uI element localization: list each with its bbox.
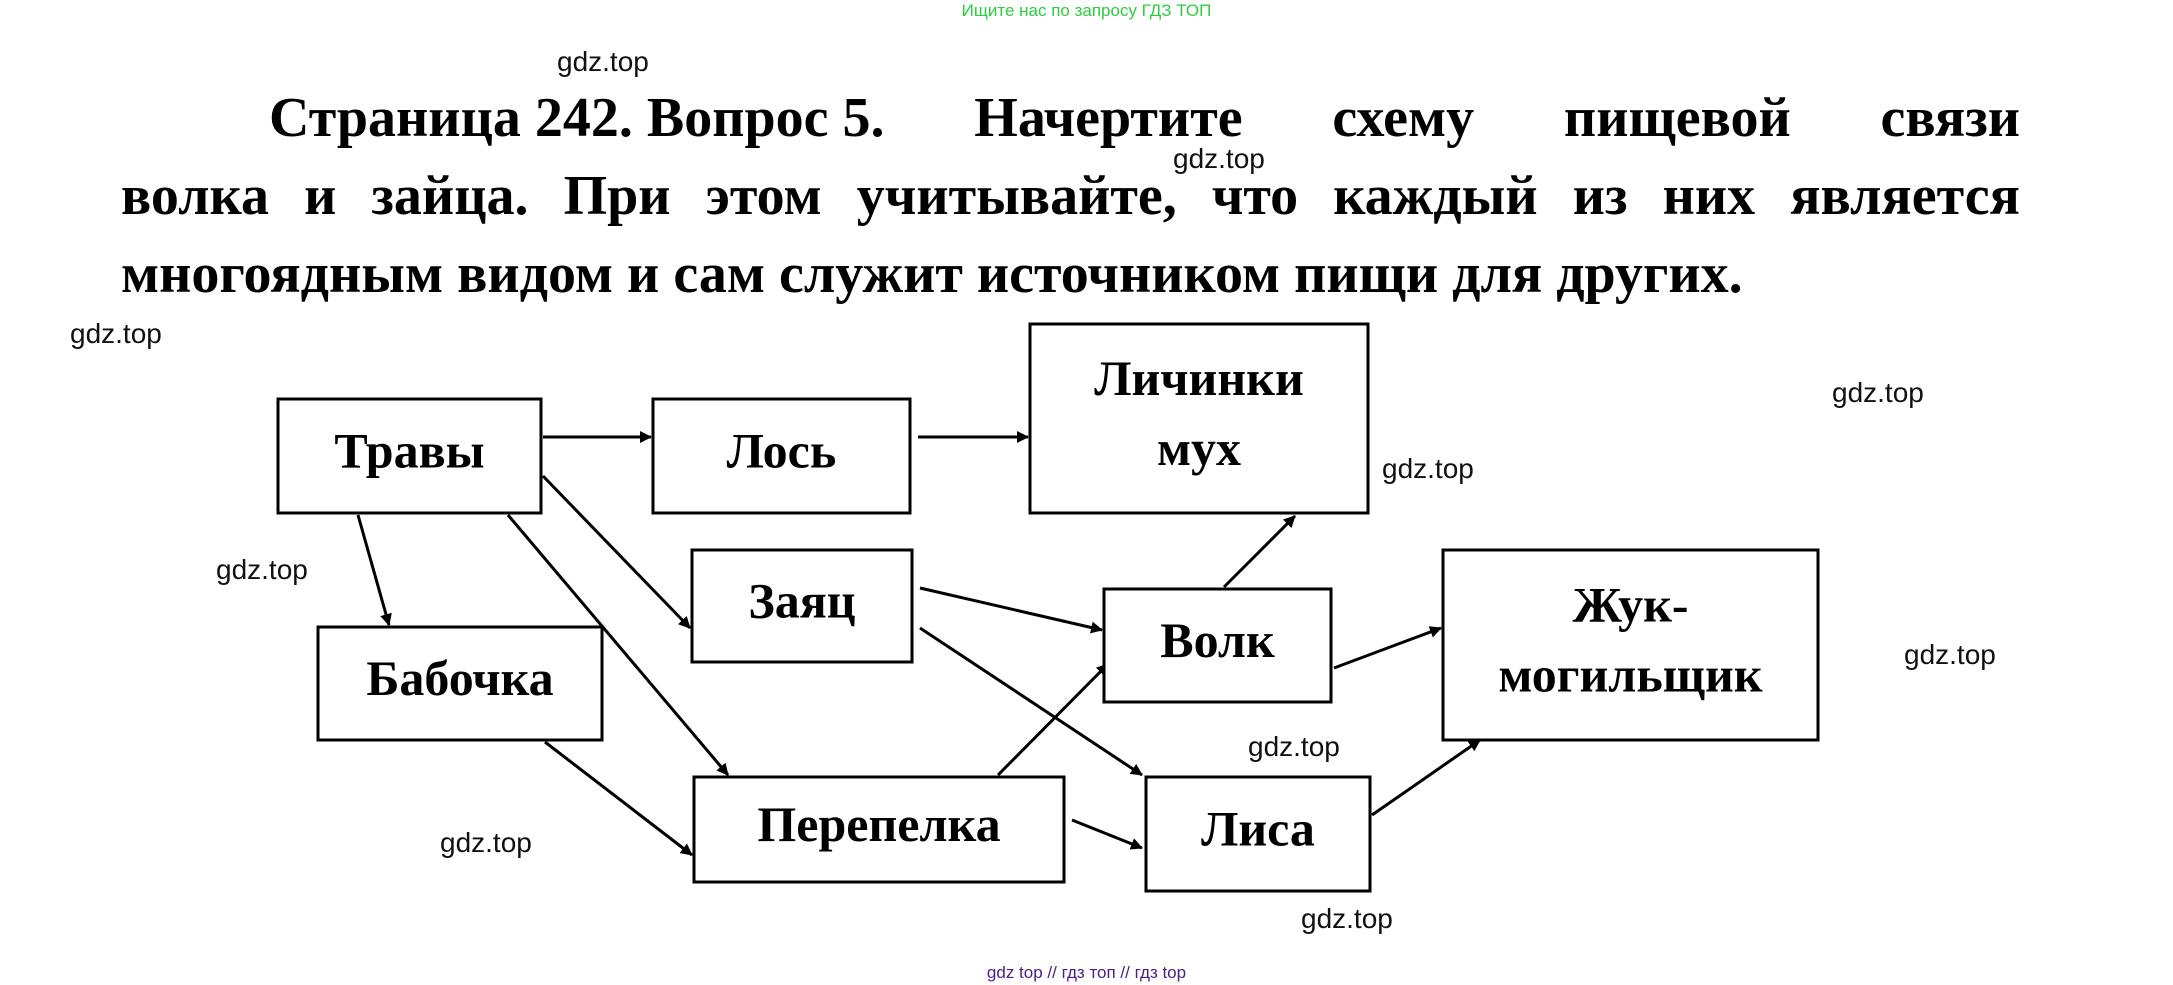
node-box — [690, 548, 914, 664]
question-word: и — [304, 165, 337, 227]
watermark: gdz.top — [1248, 731, 1340, 762]
node-babochka: Бабочка — [316, 625, 604, 742]
question-word: что — [1211, 165, 1299, 227]
node-zayac: Заяц — [690, 548, 914, 664]
question-heading: Страница 242. Вопрос 5. — [269, 87, 885, 149]
node-label: Лиса — [1201, 800, 1315, 856]
question-word: учитывайте, — [856, 165, 1177, 227]
arrow-volk-to-lichinki — [1222, 514, 1297, 589]
node-label: Перепелка — [757, 796, 1000, 852]
node-box — [651, 397, 912, 515]
arrow-zayac-to-volk — [919, 586, 1103, 634]
node-lisa: Лиса — [1144, 775, 1372, 893]
question-word: них — [1662, 165, 1756, 227]
node-box — [276, 397, 543, 515]
arrow-lisa-to-zhuk — [1371, 738, 1481, 817]
question-word: этом — [705, 165, 822, 227]
node-label: могильщик — [1498, 646, 1762, 702]
node-box — [316, 625, 604, 742]
question-word: является — [1790, 165, 2020, 227]
watermark: gdz.top — [1301, 903, 1393, 934]
node-los: Лось — [651, 397, 912, 515]
node-label: Лось — [727, 422, 837, 478]
node-label: Бабочка — [366, 650, 553, 706]
node-label: Жук- — [1572, 576, 1688, 632]
question-word: Начертите — [974, 87, 1243, 149]
node-box — [1144, 775, 1372, 893]
watermark: gdz.top — [1832, 377, 1924, 408]
watermark: gdz.top — [70, 318, 162, 349]
question-word: пищевой — [1563, 87, 1791, 149]
question-word: из — [1572, 165, 1628, 227]
arrow-perepelka-to-lisa — [1071, 818, 1143, 850]
watermark: gdz.top — [1382, 453, 1474, 484]
arrow-babochka-to-perepelka — [544, 740, 693, 857]
node-label: мух — [1157, 420, 1241, 476]
node-label: Заяц — [748, 572, 855, 628]
watermark: gdz.top — [557, 46, 649, 77]
watermark: gdz.top — [440, 827, 532, 858]
node-box — [1102, 587, 1333, 704]
edges-layer — [356, 431, 1481, 857]
node-label: Волк — [1160, 612, 1275, 668]
top-banner: Ищите нас по запросу ГДЗ ТОП — [961, 1, 1212, 20]
question-word: зайца. — [371, 165, 529, 227]
question-word: волка — [121, 165, 269, 227]
node-zhuk: Жук-могильщик — [1441, 548, 1820, 742]
question-line-2: волка и зайца. При этом учитывайте, что … — [121, 168, 2020, 224]
arrow-volk-to-zhuk — [1333, 626, 1442, 670]
arrow-travy-to-babochka — [356, 514, 392, 626]
watermark: gdz.top — [216, 554, 308, 585]
question-word: связи — [1880, 87, 2020, 149]
watermark: gdz.top — [1904, 639, 1996, 670]
arrow-travy-to-perepelka — [506, 514, 730, 776]
node-box — [1028, 322, 1370, 515]
node-perepelka: Перепелка — [692, 775, 1066, 884]
node-box — [692, 775, 1066, 884]
arrow-travy-to-zayac — [541, 474, 692, 630]
question-line-1: Страница 242. Вопрос 5. Начертите схему … — [269, 90, 2020, 146]
question-word: схему — [1332, 87, 1475, 149]
arrow-perepelka-to-volk — [996, 662, 1110, 777]
question-word: При — [563, 165, 671, 227]
node-label: Травы — [334, 422, 484, 478]
node-travy: Травы — [276, 397, 543, 515]
node-box — [1441, 548, 1820, 742]
bottom-banner: gdz top // гдз топ // гдз top — [986, 963, 1187, 982]
node-lichinki: Личинки мух — [1028, 322, 1370, 515]
question-line-3: многоядным видом и сам служит источником… — [121, 243, 1743, 305]
arrow-zayac-to-lisa — [919, 626, 1143, 777]
node-label: Личинки — [1094, 350, 1304, 406]
question-word: каждый — [1333, 165, 1538, 227]
watermark: gdz.top — [1173, 143, 1265, 174]
node-volk: Волк — [1102, 587, 1333, 704]
